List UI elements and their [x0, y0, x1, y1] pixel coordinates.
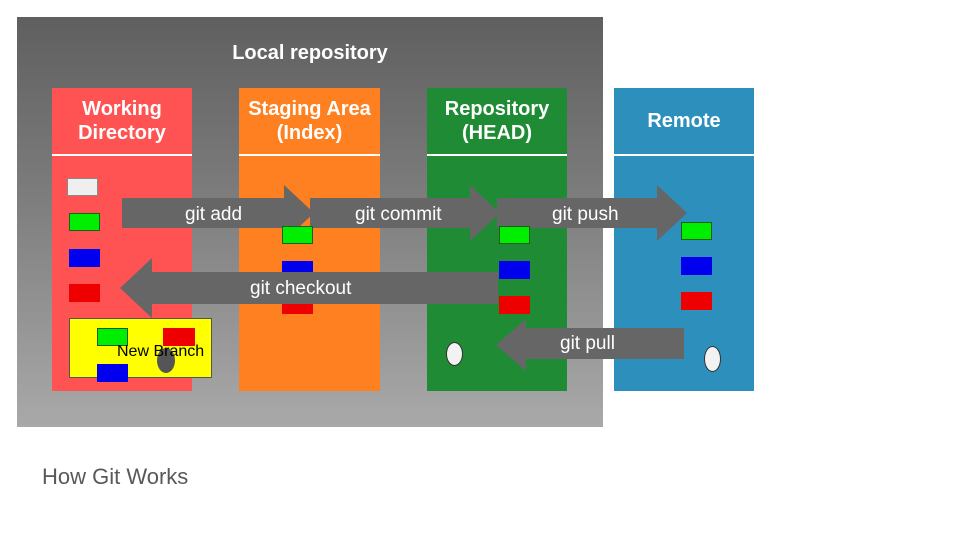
- remote-head-pointer: [704, 346, 721, 372]
- file-square-green: [69, 213, 100, 231]
- git-push-label: git push: [552, 204, 619, 225]
- branch-file-blue: [97, 364, 128, 382]
- staged-file-green: [282, 226, 313, 244]
- file-square-red: [69, 284, 100, 302]
- branch-file-red: [163, 328, 195, 346]
- git-checkout-arrow: [120, 258, 498, 318]
- diagram-caption: How Git Works: [42, 464, 189, 489]
- branch-file-green: [97, 328, 128, 346]
- committed-file-red: [499, 296, 530, 314]
- repository-title: Repository (HEAD): [444, 98, 550, 144]
- new-branch-label: New Branch: [117, 343, 205, 360]
- local-repository-label: Local repository: [232, 42, 388, 64]
- git-add-arrow: [122, 185, 314, 241]
- git-checkout-label: git checkout: [250, 278, 352, 299]
- file-square-blue: [69, 249, 100, 267]
- remote-file-blue: [681, 257, 712, 275]
- git-pull-label: git pull: [560, 333, 615, 354]
- git-add-label: git add: [185, 204, 243, 225]
- repository-head-pointer: [446, 342, 463, 366]
- branch-pointer: [157, 348, 175, 373]
- git-pull-arrow: [496, 319, 684, 371]
- remote-file-red: [681, 292, 712, 310]
- committed-file-green: [499, 226, 530, 244]
- working-directory-title: Working Directory: [78, 98, 166, 144]
- git-push-arrow: [497, 185, 687, 241]
- git-commit-arrow: [310, 185, 500, 241]
- git-commit-label: git commit: [355, 204, 442, 225]
- remote-title: Remote: [647, 110, 721, 132]
- committed-file-blue: [499, 261, 530, 279]
- staging-area-title: Staging Area (Index): [248, 98, 371, 144]
- untracked-file-square: [67, 178, 98, 196]
- remote-file-green: [681, 222, 712, 240]
